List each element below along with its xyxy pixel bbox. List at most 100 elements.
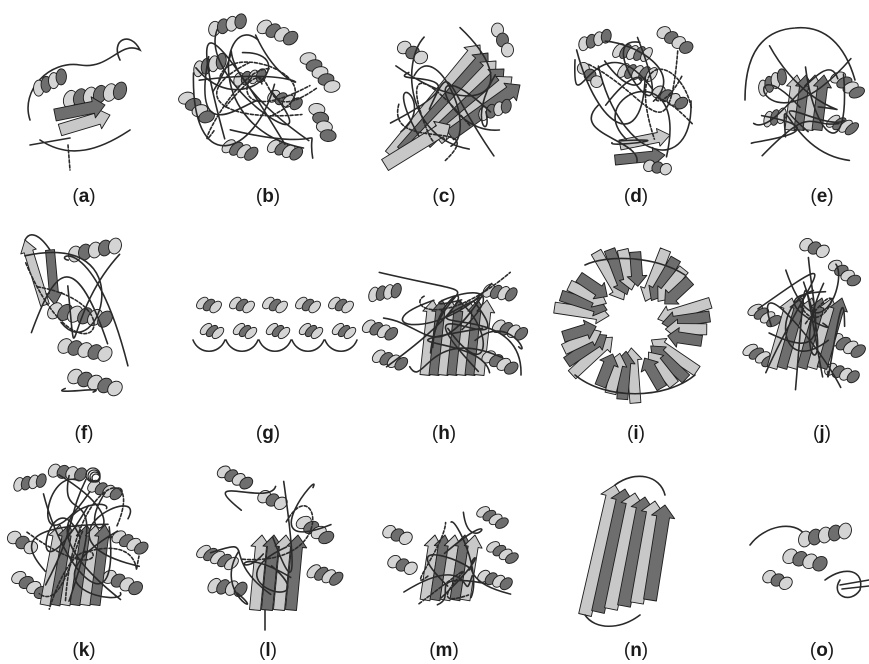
repeat-4-helix-b bbox=[330, 321, 358, 340]
repeat-1-helix-a bbox=[227, 295, 256, 315]
structure-h bbox=[355, 255, 540, 395]
panel-k-label: (k) bbox=[54, 640, 114, 662]
panel-m bbox=[380, 490, 530, 620]
panel-f bbox=[10, 225, 150, 415]
helix-1 bbox=[797, 522, 854, 549]
repeat-0-helix-a bbox=[194, 295, 223, 315]
repeat-3-helix-a bbox=[293, 295, 322, 315]
repeat-3-helix-b bbox=[297, 321, 325, 340]
helix-3 bbox=[760, 568, 795, 592]
panel-a-label: (a) bbox=[54, 186, 114, 208]
loop-left bbox=[750, 526, 805, 545]
helix-1 bbox=[758, 69, 787, 97]
helix-4 bbox=[305, 562, 346, 588]
hairpin-up bbox=[21, 240, 50, 306]
repeat-4-loop bbox=[325, 340, 357, 351]
helix-1 bbox=[827, 258, 863, 288]
structure-m bbox=[380, 490, 530, 620]
structure-o bbox=[745, 510, 869, 605]
structure-e bbox=[735, 20, 869, 180]
helix-3 bbox=[491, 23, 513, 57]
repeat-3-loop bbox=[292, 340, 324, 351]
panel-g bbox=[185, 280, 365, 360]
structure-d bbox=[560, 10, 710, 180]
helix-3 bbox=[475, 504, 510, 530]
repeat-4-helix-a bbox=[326, 295, 355, 315]
structure-f bbox=[10, 225, 150, 415]
panel-g-label: (g) bbox=[238, 423, 298, 445]
panel-h bbox=[355, 255, 540, 395]
panel-a bbox=[10, 20, 160, 175]
helix-2 bbox=[780, 546, 830, 574]
panel-l bbox=[190, 460, 360, 635]
repeat-1-loop bbox=[226, 340, 258, 351]
panel-k bbox=[5, 455, 155, 635]
structure-k bbox=[5, 455, 155, 635]
structure-j bbox=[742, 228, 869, 408]
helix-7 bbox=[5, 529, 40, 557]
structure-i bbox=[545, 235, 725, 410]
structure-a bbox=[10, 20, 160, 175]
tail bbox=[68, 145, 70, 170]
panel-b-label: (b) bbox=[238, 186, 298, 208]
helix-top bbox=[797, 236, 832, 260]
structure-b bbox=[175, 5, 350, 180]
helix-4 bbox=[480, 282, 519, 303]
helix-5 bbox=[308, 103, 336, 142]
panel-m-label: (m) bbox=[414, 640, 474, 662]
helix-1 bbox=[33, 69, 66, 97]
helix-5 bbox=[100, 568, 145, 598]
panel-j bbox=[742, 228, 869, 408]
helix-6 bbox=[265, 138, 305, 163]
panel-c-label: (c) bbox=[414, 186, 474, 208]
panel-f-label: (f) bbox=[54, 423, 114, 445]
panel-i bbox=[545, 235, 725, 410]
helix-1 bbox=[367, 282, 403, 303]
loop-bottom bbox=[30, 130, 130, 151]
helix-2 bbox=[205, 576, 250, 599]
hairpin-down bbox=[46, 250, 63, 305]
helix-3 bbox=[829, 70, 866, 100]
helix-5 bbox=[475, 568, 514, 592]
panel-d-label: (d) bbox=[606, 186, 666, 208]
helix-4 bbox=[65, 366, 125, 398]
helix-top bbox=[215, 464, 255, 492]
structure-c bbox=[370, 5, 530, 180]
structure-n bbox=[565, 465, 685, 635]
helix-3 bbox=[370, 348, 410, 373]
panel-l-label: (l) bbox=[238, 640, 298, 662]
panel-e-label: (e) bbox=[792, 186, 852, 208]
panel-j-label: (j) bbox=[792, 423, 852, 445]
helix-2 bbox=[207, 13, 247, 38]
tail bbox=[840, 580, 869, 589]
panel-h-label: (h) bbox=[414, 423, 474, 445]
panel-b bbox=[175, 5, 350, 180]
panel-o bbox=[745, 510, 869, 605]
structure-g bbox=[185, 280, 365, 360]
repeat-2-helix-b bbox=[264, 321, 292, 340]
panel-o-label: (o) bbox=[792, 640, 852, 662]
repeat-1-helix-b bbox=[231, 321, 259, 340]
repeat-0-loop bbox=[193, 340, 225, 351]
helix-2 bbox=[610, 41, 655, 63]
helix-4 bbox=[655, 24, 695, 55]
helix-8 bbox=[177, 90, 216, 125]
panel-n-label: (n) bbox=[606, 640, 666, 662]
panel-n bbox=[565, 465, 685, 635]
helix-1 bbox=[578, 29, 612, 52]
helix-1 bbox=[380, 523, 415, 547]
panel-d bbox=[560, 10, 710, 180]
panel-i-label: (i) bbox=[606, 423, 666, 445]
loop-bottom bbox=[585, 615, 640, 626]
helix-3 bbox=[254, 17, 300, 47]
helix-4 bbox=[485, 539, 520, 565]
helix-1 bbox=[12, 472, 48, 492]
strand-3 bbox=[286, 535, 307, 611]
helix-5 bbox=[490, 318, 530, 343]
panel-e bbox=[735, 20, 869, 180]
helix-6 bbox=[480, 348, 521, 376]
structure-l bbox=[190, 460, 360, 635]
coil-loop bbox=[577, 50, 646, 124]
helix-2 bbox=[385, 553, 420, 577]
